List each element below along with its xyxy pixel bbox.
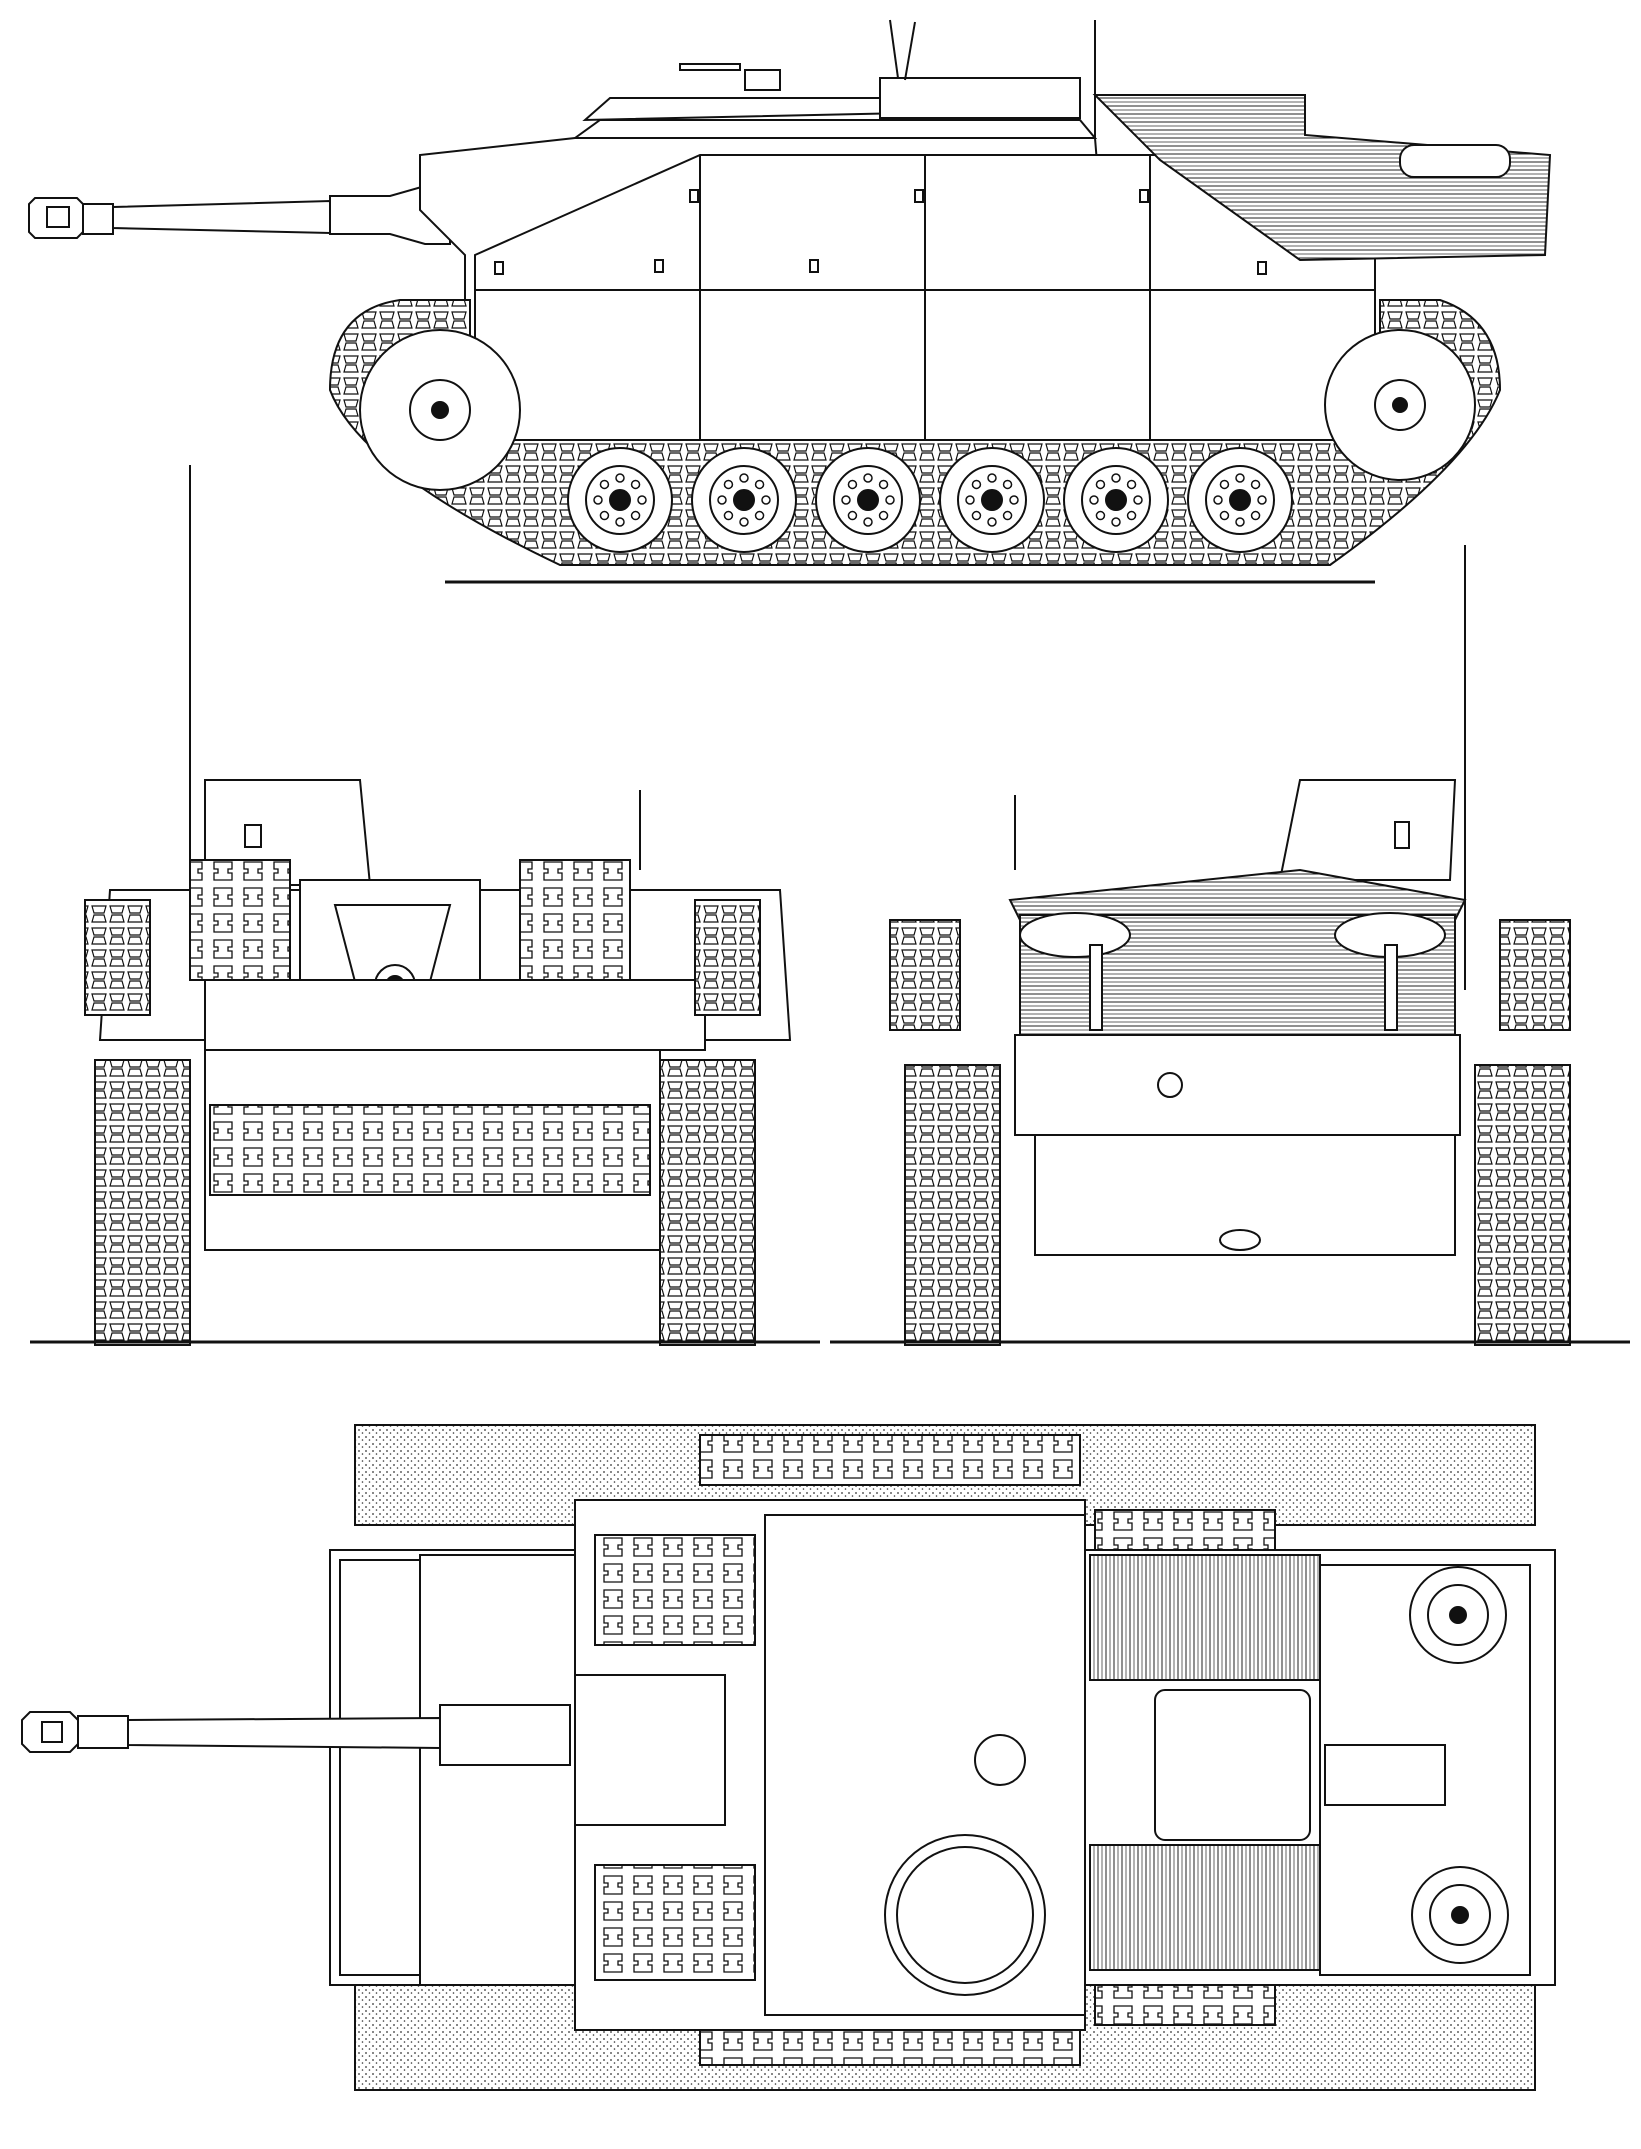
- rear-view: [830, 779, 1630, 1346]
- front-track-left: [94, 1059, 191, 1346]
- road-wheel: [939, 447, 1045, 553]
- top-vent: [974, 1734, 1026, 1786]
- front-track-right: [659, 1059, 756, 1346]
- top-spare-wheel-lower: [1411, 1866, 1509, 1964]
- top-main-gun: [21, 1704, 571, 1766]
- top-spare-links-lower: [594, 1864, 756, 1981]
- rear-hull-plate: [1014, 1034, 1461, 1136]
- spare-wheel-side: [1399, 144, 1511, 178]
- top-spare-wheel-upper: [1409, 1566, 1507, 1664]
- front-view: [30, 779, 820, 1346]
- road-wheels: [567, 447, 1293, 553]
- road-wheel: [691, 447, 797, 553]
- top-wood-lower: [1089, 1844, 1321, 1971]
- side-view: [28, 19, 1552, 584]
- road-wheel: [815, 447, 921, 553]
- road-wheel: [1063, 447, 1169, 553]
- rear-idler: [1324, 329, 1476, 481]
- rear-wood-roof: [1008, 868, 1467, 921]
- rear-track-right: [1474, 1064, 1571, 1346]
- road-wheel: [1187, 447, 1293, 553]
- front-spare-links: [209, 1104, 651, 1196]
- top-wood-upper: [1089, 1554, 1321, 1681]
- road-wheel: [567, 447, 673, 553]
- rear-track-left: [904, 1064, 1001, 1346]
- drive-sprocket: [359, 329, 521, 491]
- commander-cupola-rear: [1278, 779, 1457, 881]
- top-spare-links-upper: [594, 1534, 756, 1646]
- top-view: [21, 1424, 1556, 2091]
- rear-wood-box: [1092, 94, 1552, 262]
- main-gun: [28, 185, 451, 245]
